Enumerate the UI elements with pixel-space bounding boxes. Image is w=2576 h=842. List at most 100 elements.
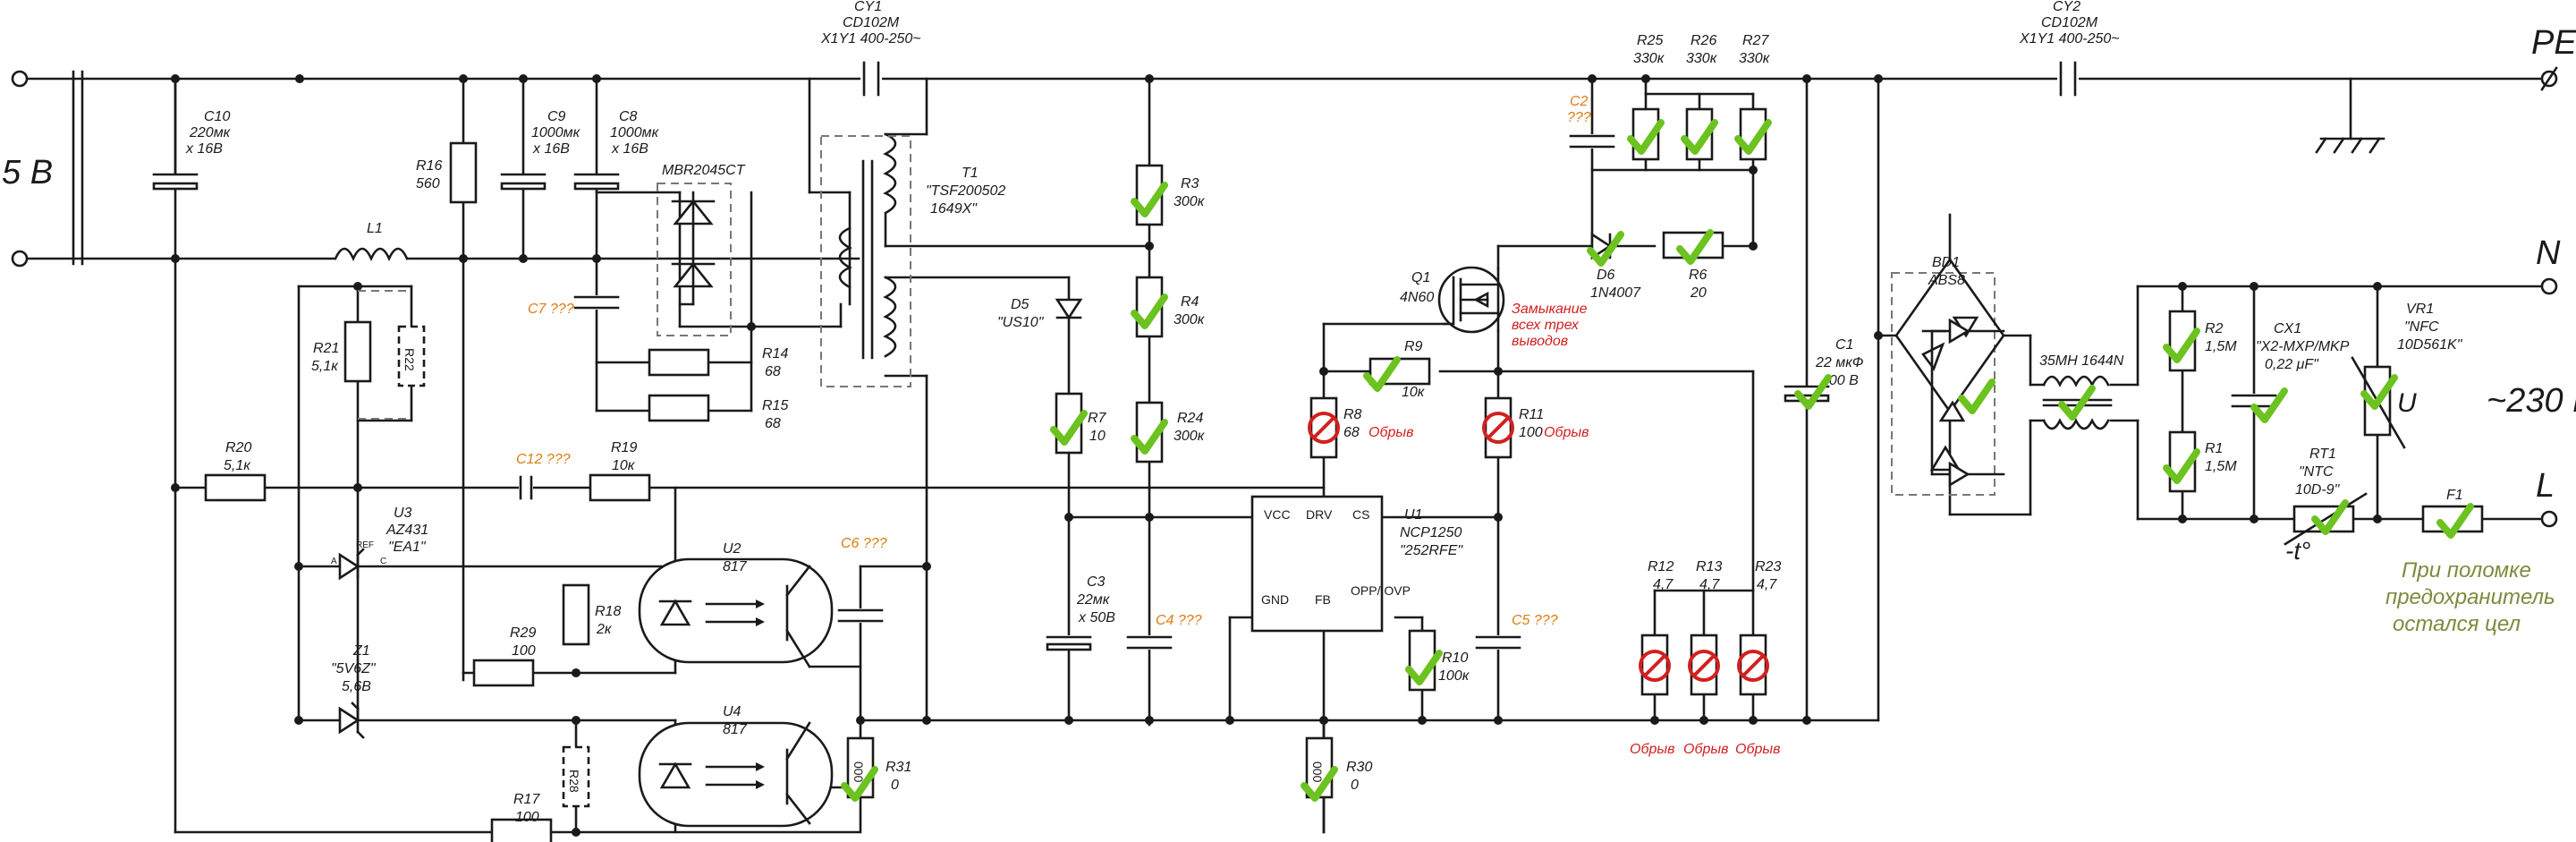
- terminal-l[interactable]: [2540, 510, 2558, 528]
- u1-pin-opp: OPP/ OVP: [1351, 583, 1411, 598]
- u3-pin-c: C: [380, 557, 386, 566]
- label-5v: 5 В: [2, 154, 53, 191]
- svg-text:R27: R27: [1742, 33, 1769, 48]
- svg-text:предохранитель: предохранитель: [2385, 585, 2555, 609]
- broken-icon: [1482, 412, 1514, 444]
- resistors: 000 000 R22 R28: [204, 107, 2484, 842]
- check-icon: [1405, 650, 1443, 685]
- check-icon: [2163, 327, 2200, 363]
- svg-text:20: 20: [1690, 285, 1707, 301]
- svg-text:100: 100: [515, 810, 539, 825]
- svg-text:BD1: BD1: [1932, 255, 1960, 270]
- check-icon: [2360, 374, 2398, 410]
- svg-text:330к: 330к: [1686, 51, 1718, 66]
- svg-text:RT1: RT1: [2309, 447, 2336, 462]
- svg-text:R7: R7: [1088, 411, 1107, 426]
- svg-text:68: 68: [765, 416, 781, 431]
- svg-text:100: 100: [512, 643, 536, 659]
- u3-pin-a: A: [331, 557, 337, 566]
- label-f1: F1: [2446, 488, 2463, 503]
- check-icon: [1050, 410, 1088, 446]
- svg-text:2к: 2к: [596, 622, 613, 637]
- label-c7: C7 ???: [528, 302, 574, 317]
- r28-marking: R28: [567, 770, 581, 793]
- svg-text:C2: C2: [1570, 94, 1589, 109]
- label-r1: R11,5М: [2205, 441, 2237, 474]
- svg-text:560: 560: [416, 176, 440, 191]
- svg-text:R11: R11: [1519, 407, 1544, 422]
- terminal-n[interactable]: [2540, 277, 2558, 295]
- svg-text:R21: R21: [313, 341, 339, 356]
- svg-text:1000мк: 1000мк: [610, 125, 660, 140]
- u3-pin-ref: REF: [356, 540, 374, 550]
- svg-text:остался цел: остался цел: [2393, 612, 2521, 636]
- svg-text:CY1: CY1: [854, 0, 882, 14]
- optocouplers: [638, 557, 834, 828]
- svg-text:NCP1250: NCP1250: [1400, 525, 1462, 540]
- svg-text:Обрыв: Обрыв: [1544, 425, 1589, 440]
- svg-text:При поломке: При поломке: [2402, 558, 2531, 583]
- svg-text:R30: R30: [1346, 760, 1372, 775]
- svg-text:817: 817: [723, 722, 748, 737]
- svg-text:R29: R29: [510, 625, 536, 641]
- svg-text:10к: 10к: [612, 458, 636, 473]
- u1-pin-fb: FB: [1315, 592, 1331, 607]
- label-r2: R21,5М: [2205, 321, 2237, 354]
- svg-text:R10: R10: [1442, 651, 1468, 666]
- check-icon: [2250, 387, 2288, 423]
- svg-text:C9: C9: [547, 109, 566, 124]
- check-icon: [1587, 231, 1624, 267]
- broken-icon: [1737, 650, 1769, 682]
- svg-text:R26: R26: [1690, 33, 1716, 48]
- svg-text:"EA1": "EA1": [388, 540, 427, 555]
- terminal-5v-plus[interactable]: [11, 70, 29, 88]
- svg-text:CY2: CY2: [2053, 0, 2080, 14]
- svg-text:10D561K": 10D561K": [2397, 337, 2463, 353]
- svg-text:300к: 300к: [1174, 312, 1206, 327]
- label-z1: Z1"5V6Z"5,6В: [331, 643, 377, 694]
- svg-text:U1: U1: [1404, 507, 1422, 523]
- svg-text:U4: U4: [723, 704, 741, 719]
- broken-marks: [1308, 412, 1769, 682]
- svg-text:CX1: CX1: [2274, 321, 2301, 336]
- junction-dots: [171, 74, 2382, 837]
- label-pe: PE: [2531, 24, 2576, 62]
- svg-text:68: 68: [1343, 425, 1360, 440]
- svg-text:X1Y1 400-250~: X1Y1 400-250~: [820, 31, 921, 47]
- svg-text:5,6В: 5,6В: [342, 679, 371, 694]
- svg-text:68: 68: [765, 364, 781, 379]
- svg-text:"US10": "US10": [997, 315, 1045, 330]
- check-icon: [1301, 766, 1338, 802]
- terminal-5v-minus[interactable]: [11, 250, 29, 268]
- svg-text:4,7: 4,7: [1699, 577, 1720, 592]
- svg-text:R1: R1: [2205, 441, 2223, 456]
- label-n: N: [2536, 234, 2561, 272]
- label-r23-broken: Обрыв: [1735, 742, 1780, 757]
- check-icon: [841, 766, 878, 802]
- svg-text:R14: R14: [762, 346, 788, 361]
- check-icon: [1627, 119, 1665, 155]
- svg-text:х 50В: х 50В: [1078, 610, 1115, 625]
